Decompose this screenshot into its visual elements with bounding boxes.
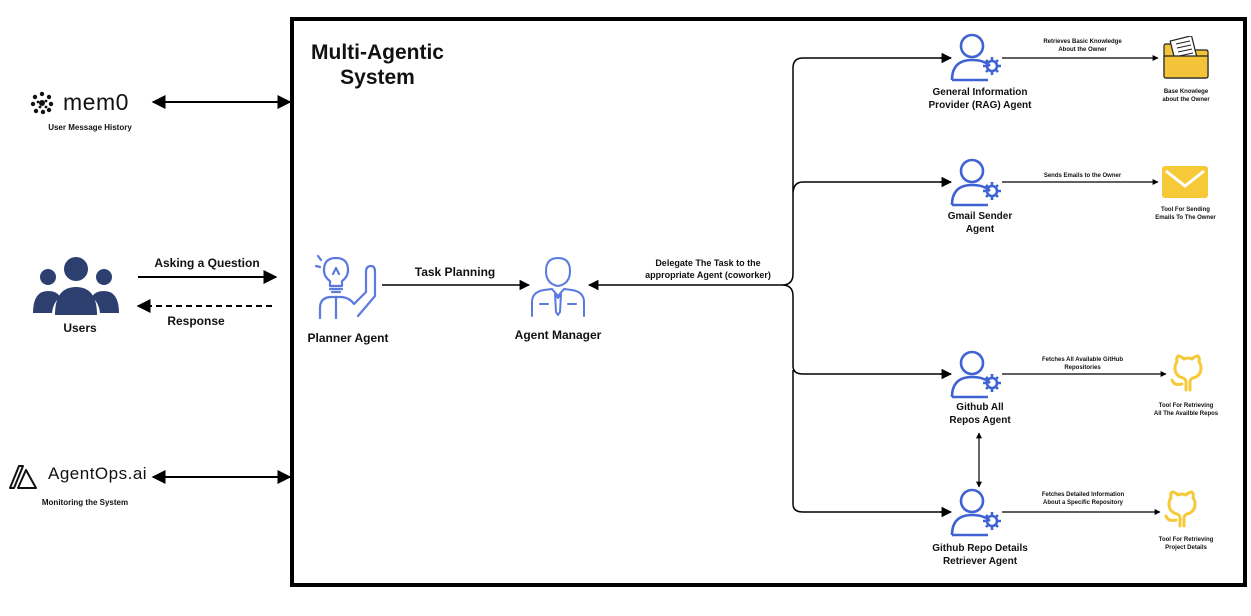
email-tool-label: Tool For Sending Emails To The Owner bbox=[1133, 206, 1238, 222]
repos-tool-edge-label-line1: Fetches All Available GitHub bbox=[1041, 357, 1124, 363]
rag-agent-icon bbox=[950, 33, 1001, 82]
users-icon bbox=[33, 257, 119, 315]
email-tool-label-line2: Emails To The Owner bbox=[1155, 215, 1216, 221]
repos-tool-label: Tool For Retrieving All The Availble Rep… bbox=[1131, 402, 1241, 418]
details-tool-edge-label-line2: About a Specific Repository bbox=[1042, 500, 1123, 506]
rag-tool-edge-label-line2: About the Owner bbox=[1058, 47, 1107, 53]
github-icon bbox=[1164, 490, 1197, 528]
details-agent-label: Github Repo Details Retriever Agent bbox=[905, 542, 1055, 568]
details-agent-label-line2: Retriever Agent bbox=[942, 556, 1018, 567]
details-agent-icon bbox=[950, 488, 1001, 537]
rag-tool-edge-label-line1: Retrieves Basic Knowledge bbox=[1043, 39, 1122, 45]
agentops-logo: AgentOps.ai bbox=[8, 462, 160, 490]
rag-agent-label-line1: General Information bbox=[932, 87, 1028, 98]
knowledge-folder-icon bbox=[1163, 36, 1209, 79]
repos-agent-label-line2: Repos Agent bbox=[949, 415, 1011, 426]
rag-agent-label: General Information Provider (RAG) Agent bbox=[905, 86, 1055, 112]
kb-tool-label-line2: about the Owner bbox=[1162, 97, 1210, 103]
mem0-logo: mem0 bbox=[27, 88, 157, 118]
agentops-wordmark: AgentOps.ai bbox=[48, 464, 148, 483]
details-agent-label-line1: Github Repo Details bbox=[932, 543, 1028, 554]
gmail-agent-label-line1: Gmail Sender bbox=[947, 211, 1013, 222]
planner-agent-icon bbox=[314, 254, 377, 320]
repos-tool-label-line1: Tool For Retrieving bbox=[1158, 403, 1214, 409]
kb-tool-label-line1: Base Knowlege bbox=[1163, 89, 1209, 95]
repos-agent-label: Github All Repos Agent bbox=[915, 401, 1045, 427]
repos-tool-edge-label-line2: Repositories bbox=[1064, 365, 1101, 371]
details-tool-label: Tool For Retrieving Project Details bbox=[1131, 536, 1241, 552]
details-tool-edge-label: Fetches Detailed Information About a Spe… bbox=[1008, 491, 1158, 507]
delegate-label: Delegate The Task to the appropriate Age… bbox=[622, 257, 794, 281]
agent-manager-label: Agent Manager bbox=[514, 328, 602, 342]
details-tool-label-line1: Tool For Retrieving bbox=[1158, 537, 1214, 543]
delegate-label-line2: appropriate Agent (coworker) bbox=[645, 270, 771, 280]
agentops-icon bbox=[9, 465, 37, 489]
repos-tool-edge-label: Fetches All Available GitHub Repositorie… bbox=[1010, 356, 1155, 372]
system-title-line1: Multi-Agentic bbox=[311, 41, 444, 64]
task-planning-label: Task Planning bbox=[414, 265, 496, 279]
repos-tool-label-line2: All The Availble Repos bbox=[1153, 411, 1219, 417]
rag-tool-edge-label: Retrieves Basic Knowledge About the Owne… bbox=[1010, 38, 1155, 54]
ask-label: Asking a Question bbox=[154, 256, 260, 270]
details-tool-edge-label-line1: Fetches Detailed Information bbox=[1041, 492, 1125, 498]
system-title-line2: System bbox=[340, 66, 415, 89]
repos-agent-icon bbox=[950, 350, 1001, 399]
response-label: Response bbox=[167, 314, 225, 328]
gmail-tool-edge-label: Sends Emails to the Owner bbox=[1043, 173, 1122, 179]
details-tool-label-line2: Project Details bbox=[1165, 545, 1207, 551]
delegation-bus bbox=[781, 57, 951, 513]
mem0-wordmark: mem0 bbox=[63, 89, 129, 115]
rag-agent-label-line2: Provider (RAG) Agent bbox=[928, 100, 1032, 111]
delegate-label-line1: Delegate The Task to the bbox=[655, 258, 761, 268]
mem0-caption: User Message History bbox=[48, 123, 132, 132]
email-icon bbox=[1162, 166, 1208, 198]
gmail-agent-icon bbox=[950, 158, 1001, 207]
agentops-caption: Monitoring the System bbox=[41, 498, 129, 507]
users-caption: Users bbox=[63, 321, 97, 335]
planner-agent-label: Planner Agent bbox=[307, 331, 389, 345]
kb-tool-label: Base Knowlege about the Owner bbox=[1136, 88, 1236, 104]
gmail-agent-label-line2: Agent bbox=[965, 224, 995, 235]
mem0-brain-icon bbox=[30, 91, 54, 115]
repos-agent-label-line1: Github All bbox=[956, 402, 1004, 413]
github-icon bbox=[1170, 354, 1203, 392]
agent-manager-icon bbox=[531, 257, 585, 317]
email-tool-label-line1: Tool For Sending bbox=[1161, 207, 1210, 213]
gmail-agent-label: Gmail Sender Agent bbox=[915, 210, 1045, 236]
system-boundary bbox=[290, 17, 1247, 587]
system-title: Multi-Agentic System bbox=[300, 40, 455, 90]
